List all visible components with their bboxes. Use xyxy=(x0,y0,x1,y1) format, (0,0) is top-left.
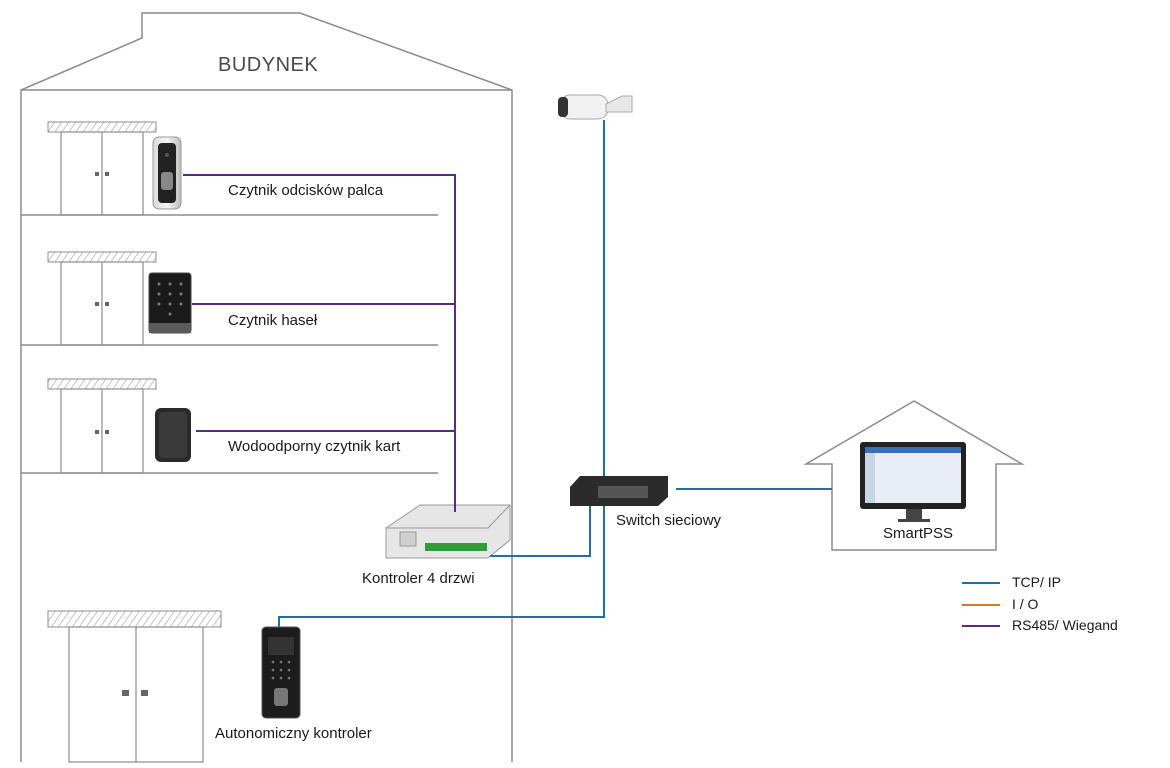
smartpss-label: SmartPSS xyxy=(883,525,954,542)
card-reader-label: Wodoodporny czytnik kart xyxy=(228,438,401,455)
tcpip-wiring xyxy=(278,120,832,627)
legend-label: RS485/ Wiegand xyxy=(1012,617,1118,633)
fingerprint-reader-device xyxy=(152,136,182,210)
legend-item-tcpip: TCP/ IP xyxy=(962,573,1162,591)
legend-item-io: I / O xyxy=(962,595,1162,613)
card-reader-device xyxy=(155,408,191,462)
fingerprint-reader-label: Czytnik odcisków palca xyxy=(228,182,384,199)
legend-item-rs485: RS485/ Wiegand xyxy=(962,616,1162,634)
password-keypad-device xyxy=(148,272,192,334)
standalone-controller-device xyxy=(261,626,301,719)
door-3 xyxy=(47,378,157,474)
controller-device xyxy=(385,504,511,559)
smartpss-house-outline xyxy=(803,400,1025,551)
building-title: BUDYNEK xyxy=(218,54,319,76)
legend-label: TCP/ IP xyxy=(1012,574,1062,590)
legend-swatch xyxy=(962,625,1000,627)
legend-swatch xyxy=(962,582,1000,584)
network-switch-device xyxy=(570,476,668,506)
legend-swatch xyxy=(962,604,1000,606)
standalone-controller-label: Autonomiczny kontroler xyxy=(215,725,372,742)
switch-label: Switch sieciowy xyxy=(616,512,722,529)
door-1 xyxy=(47,121,157,216)
password-reader-label: Czytnik haseł xyxy=(228,312,318,329)
ip-camera-device xyxy=(558,94,633,120)
legend-label: I / O xyxy=(1012,596,1039,612)
controller-label: Kontroler 4 drzwi xyxy=(362,570,475,587)
door-2 xyxy=(47,251,157,346)
monitor-device xyxy=(860,442,966,522)
rs485-wiring xyxy=(183,174,456,512)
door-main xyxy=(47,610,222,763)
